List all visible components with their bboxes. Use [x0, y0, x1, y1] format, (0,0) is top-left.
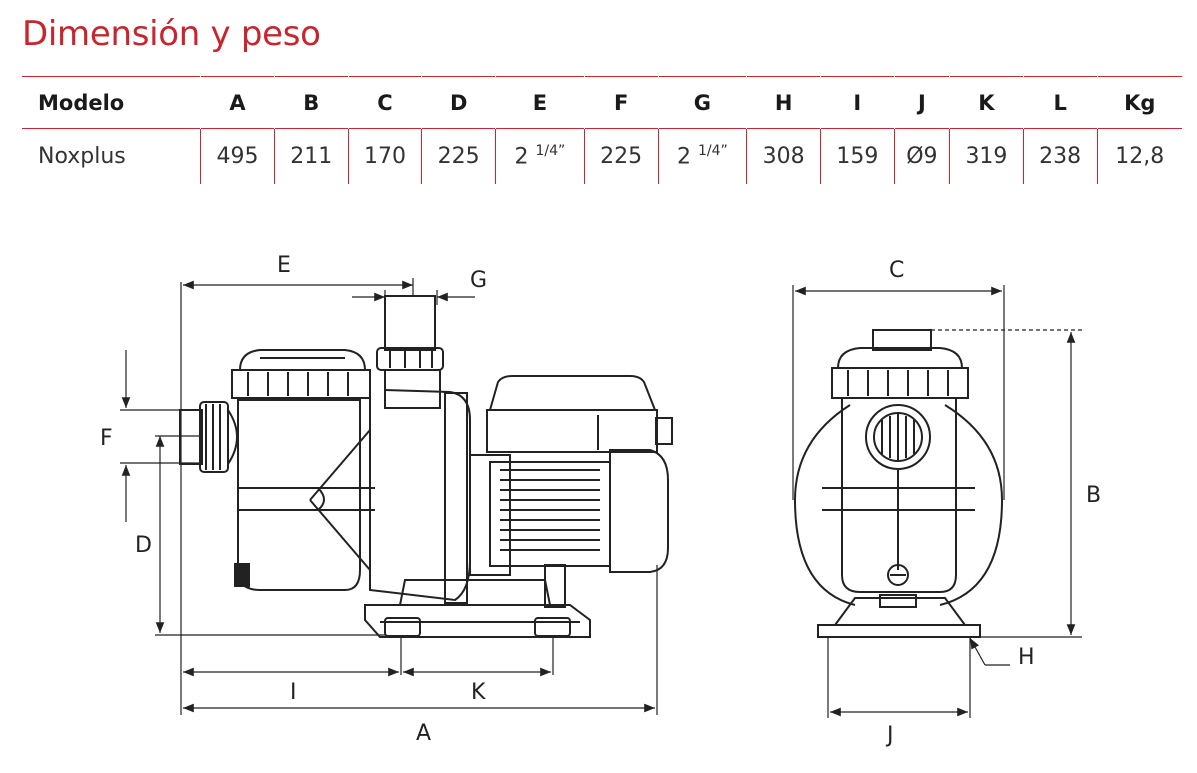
cell-h: 308	[746, 128, 821, 184]
header-d: D	[449, 90, 468, 115]
front-view	[793, 329, 1004, 638]
label-b: B	[1086, 483, 1101, 508]
label-k: K	[471, 680, 486, 705]
label-a: A	[416, 721, 431, 746]
strainer-lid	[231, 349, 371, 399]
side-view	[179, 295, 673, 638]
cell-g: 2 1/4”	[657, 128, 747, 184]
strainer-housing	[234, 399, 375, 591]
table-header-row: Modelo A B C D E F G H I J K L Kg	[22, 77, 1182, 129]
header-k: K	[978, 90, 995, 115]
motor	[469, 375, 673, 576]
header-f: F	[613, 90, 629, 115]
cell-k: 319	[949, 128, 1024, 184]
cell-kg: 12,8	[1096, 128, 1182, 184]
header-c: C	[377, 90, 393, 115]
header-e: E	[532, 90, 548, 115]
header-h: H	[774, 90, 793, 115]
side-view-dimensions	[120, 278, 658, 715]
cell-e: 2 1/4”	[495, 128, 585, 184]
cell-b: 211	[273, 128, 349, 184]
header-model: Modelo	[38, 90, 125, 115]
label-f: F	[100, 426, 113, 451]
header-l: L	[1053, 90, 1067, 115]
inlet-union	[179, 401, 238, 473]
header-j: J	[917, 90, 926, 115]
header-kg: Kg	[1124, 90, 1156, 115]
page-title: Dimensión y peso	[22, 14, 321, 54]
cell-f: 225	[583, 128, 658, 184]
cell-i: 159	[819, 128, 895, 184]
pump-volute	[309, 389, 471, 604]
cell-j: Ø9	[893, 128, 950, 184]
cell-d: 225	[421, 128, 496, 184]
label-j: J	[885, 723, 894, 748]
cell-a: 495	[200, 128, 275, 184]
label-c: C	[889, 258, 904, 283]
label-h: H	[1018, 645, 1035, 670]
header-b: B	[303, 90, 320, 115]
header-a: A	[229, 90, 246, 115]
label-g: G	[470, 268, 487, 293]
table-row: Noxplus 495 211 170 225 2 1/4” 225 2 1/4…	[22, 128, 1182, 184]
cell-model: Noxplus	[38, 143, 126, 169]
front-view-dimensions	[792, 285, 1082, 718]
fraction-superscript: 1/4”	[535, 143, 566, 160]
header-i: I	[853, 90, 862, 115]
cell-c: 170	[347, 128, 422, 184]
label-e: E	[277, 253, 291, 278]
cell-l: 238	[1022, 128, 1097, 184]
outlet-union	[376, 295, 444, 409]
label-i: I	[290, 680, 297, 705]
fraction-superscript: 1/4”	[697, 143, 728, 160]
header-g: G	[693, 90, 712, 115]
dimension-table: Modelo A B C D E F G H I J K L Kg Noxplu…	[22, 76, 1182, 184]
label-d: D	[135, 533, 152, 558]
